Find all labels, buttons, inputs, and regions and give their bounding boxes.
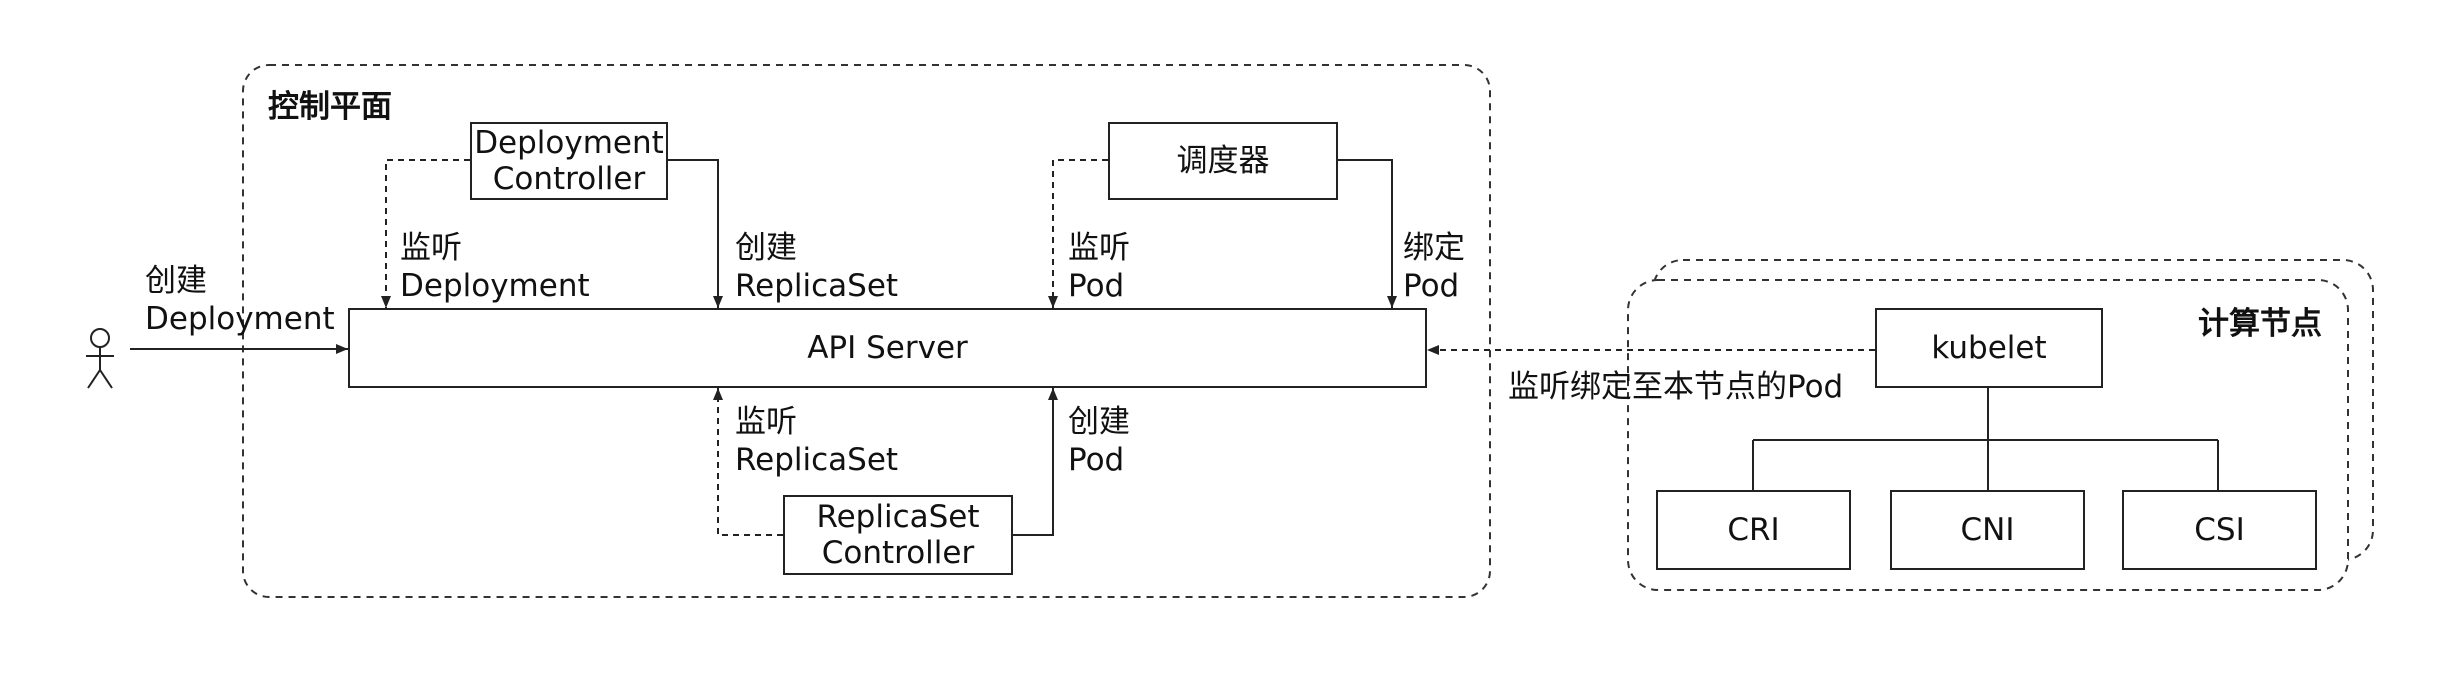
create-pod-label-line1: 创建 [1068,404,1130,440]
kubelet-tree-lines [1752,387,2219,490]
user-icon [86,328,114,389]
watch-deployment-label: 监听 Deployment [400,229,590,305]
watch-replicaset-label: 监听 ReplicaSet [735,403,898,479]
control-plane-frame [242,64,1491,598]
cri-box: CRI [1656,490,1851,570]
create-replicaset-arrow [668,159,723,308]
deployment-controller-box: Deployment Controller [470,122,668,200]
bind-pod-arrow [1338,159,1397,308]
compute-node-title: 计算节点 [2198,306,2322,342]
bind-pod-label-line1: 绑定 [1403,230,1465,266]
bind-pod-label: 绑定 Pod [1403,229,1465,305]
kubelet-box: kubelet [1875,308,2103,388]
user-create-label: 创建 Deployment [145,262,335,338]
cni-label: CNI [1960,512,2015,548]
watch-deployment-label-line1: 监听 [400,230,462,266]
deployment-controller-label-line1: Deployment [474,125,664,161]
watch-replicaset-label-line2: ReplicaSet [735,442,899,478]
csi-label: CSI [2194,512,2245,548]
deployment-controller-label-line2: Controller [492,161,646,197]
replicaset-controller-label-line2: Controller [821,535,975,571]
csi-box: CSI [2122,490,2317,570]
scheduler-box: 调度器 [1108,122,1338,200]
watch-pod-label-line2: Pod [1068,268,1125,304]
create-replicaset-label-line1: 创建 [735,230,797,266]
cri-label: CRI [1727,512,1780,548]
replicaset-controller-box: ReplicaSet Controller [783,495,1013,575]
cni-box: CNI [1890,490,2085,570]
watch-pod-label: 监听 Pod [1068,229,1130,305]
kubelet-watch-label: 监听绑定至本节点的Pod [1508,369,1844,405]
user-create-label-line1: 创建 [145,263,207,299]
create-replicaset-label-line2: ReplicaSet [735,268,899,304]
create-replicaset-label: 创建 ReplicaSet [735,229,898,305]
create-pod-label-line2: Pod [1068,442,1125,478]
watch-pod-arrow [1048,159,1108,308]
watch-deployment-arrow [381,159,470,308]
watch-replicaset-label-line1: 监听 [735,404,797,440]
watch-deployment-label-line2: Deployment [400,268,590,304]
api-server-label: API Server [807,330,968,366]
create-pod-arrow [1013,388,1058,536]
kubelet-label: kubelet [1931,330,2047,366]
api-server-box: API Server [348,308,1427,388]
user-create-label-line2: Deployment [145,301,335,337]
replicaset-controller-label-line1: ReplicaSet [816,499,980,535]
watch-pod-label-line1: 监听 [1068,230,1130,266]
control-plane-title: 控制平面 [268,89,392,125]
scheduler-label: 调度器 [1176,143,1270,179]
create-pod-label: 创建 Pod [1068,403,1130,479]
bind-pod-label-line2: Pod [1403,268,1460,304]
